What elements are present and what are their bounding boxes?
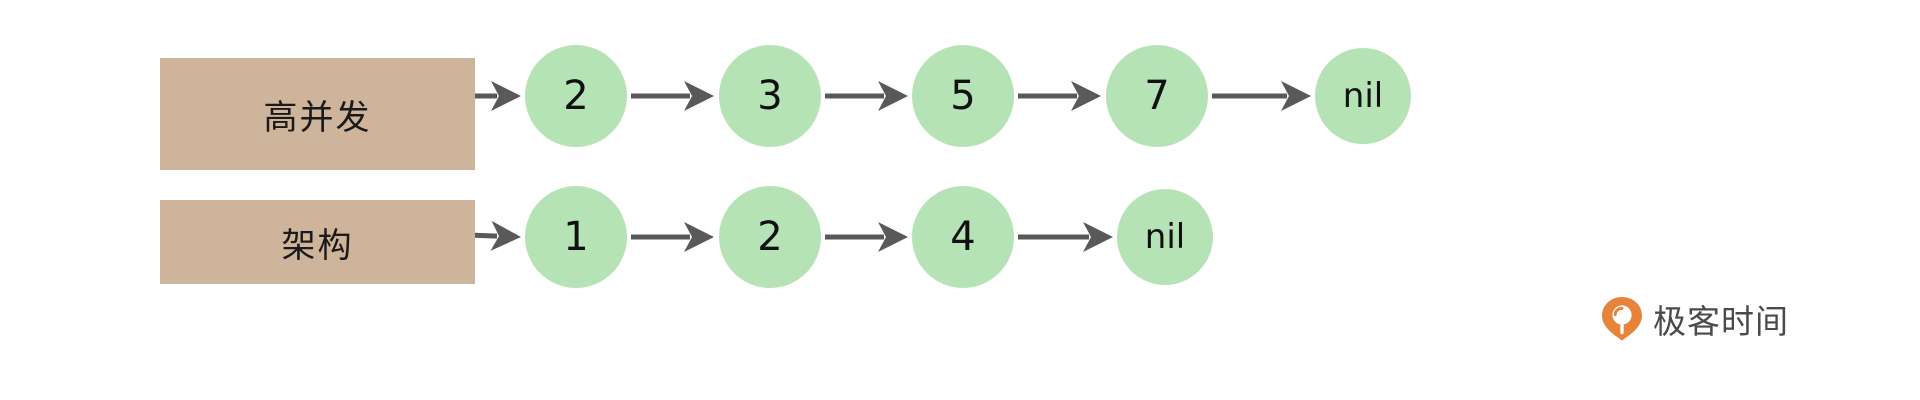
chain-arrow [825, 222, 908, 252]
chain-arrow [825, 81, 908, 111]
list-node: 2 [719, 186, 821, 288]
list-node: 7 [1106, 45, 1208, 147]
list-node-nil: nil [1117, 189, 1213, 285]
chain-arrow [1018, 81, 1101, 111]
list-node: 5 [912, 45, 1014, 147]
brand-name: 极客时间 [1653, 302, 1789, 341]
list-node: 3 [719, 45, 821, 147]
list-head-label-box: 架构 [160, 200, 475, 284]
list-node: 2 [525, 45, 627, 147]
chain-arrow [1018, 222, 1113, 252]
chain-arrow [631, 81, 714, 111]
list-node: 1 [525, 186, 627, 288]
list-head-label-box: 高并发 [160, 58, 475, 170]
list-node: 4 [912, 186, 1014, 288]
list-node-nil: nil [1315, 48, 1411, 144]
geektime-pin-icon [1601, 296, 1643, 342]
chain-arrow [1212, 81, 1311, 111]
chain-arrow [631, 222, 714, 252]
brand-logo: 极客时间 [1601, 295, 1789, 343]
